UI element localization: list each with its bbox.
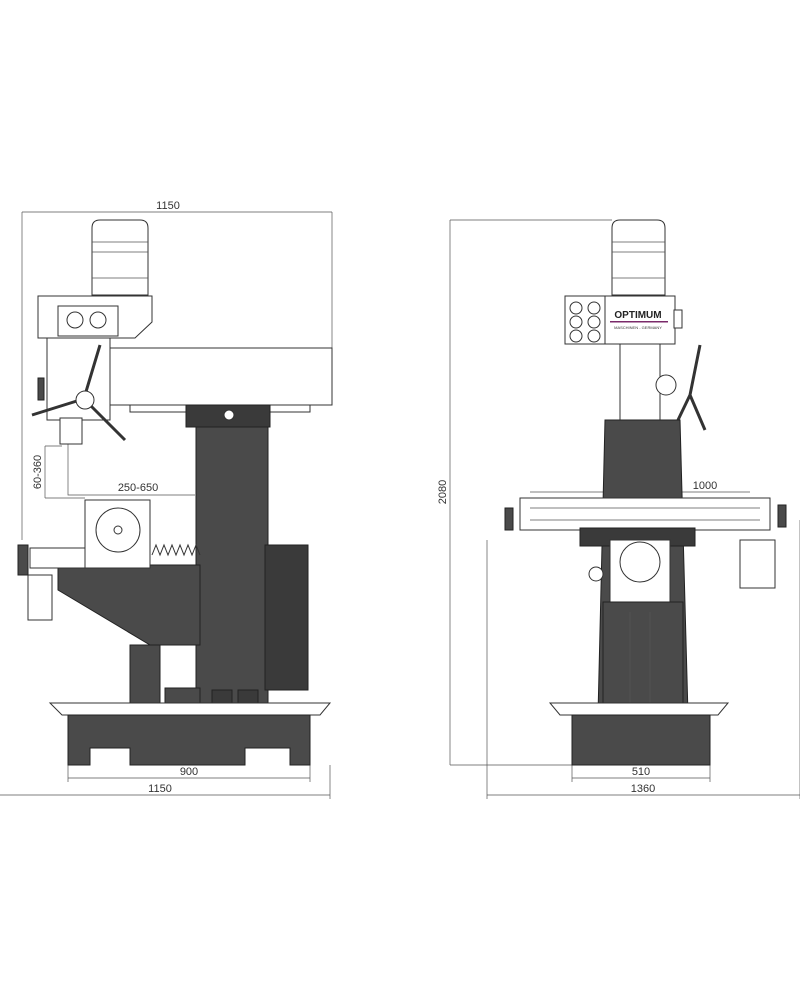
- dim-line-front-base: [571, 765, 711, 782]
- table-handwheel: [17, 544, 29, 576]
- column: [195, 426, 269, 716]
- front-coolant-box: [739, 539, 776, 589]
- base: [67, 714, 311, 766]
- dim-spindle-table: 60-360: [32, 455, 44, 489]
- column-motor: [264, 544, 309, 691]
- front-table: [519, 497, 771, 531]
- quill: [59, 417, 83, 445]
- dim-table-length: 1000: [693, 480, 717, 492]
- knee: [57, 564, 201, 646]
- logo-brand: OPTIMUM: [614, 310, 661, 321]
- handwheel: [37, 377, 45, 401]
- dim-top-width: 1150: [156, 200, 180, 212]
- table-end: [29, 547, 91, 569]
- front-handwheel-left: [504, 507, 514, 531]
- dim-front-base-width: 510: [632, 766, 650, 778]
- side-view: 1150 60-360 250-650 900 1150: [0, 200, 333, 799]
- coolant-box: [27, 574, 53, 621]
- dim-height: 2080: [437, 480, 449, 504]
- dim-line-top: [21, 211, 333, 540]
- dim-spindle-column: 250-650: [118, 482, 158, 494]
- logo-sub: MASCHINEN - GERMANY: [614, 325, 662, 330]
- dim-front-total-width: 1360: [631, 783, 655, 795]
- front-view: 2080 1000 510 1360 OPTIMUM MASCHINEN - G…: [437, 219, 800, 799]
- front-base: [571, 714, 711, 766]
- front-knee: [602, 601, 684, 711]
- dim-line-front-total: [486, 520, 800, 799]
- base-tray: [48, 702, 332, 716]
- motor: [91, 219, 149, 296]
- dim-line-vertical-travel: [44, 445, 85, 499]
- dim-total-width: 1150: [148, 783, 172, 795]
- dim-line-height: [449, 219, 612, 766]
- ram: [109, 347, 333, 406]
- rack: [151, 543, 201, 557]
- dim-line-base: [67, 765, 311, 782]
- dim-base-width: 900: [180, 766, 198, 778]
- front-base-tray: [548, 702, 730, 716]
- knee-pillar: [129, 644, 161, 706]
- dim-line-reach: [67, 420, 195, 496]
- front-motor: [611, 219, 666, 296]
- dim-line-total: [0, 765, 331, 799]
- front-handwheel-right: [777, 504, 787, 528]
